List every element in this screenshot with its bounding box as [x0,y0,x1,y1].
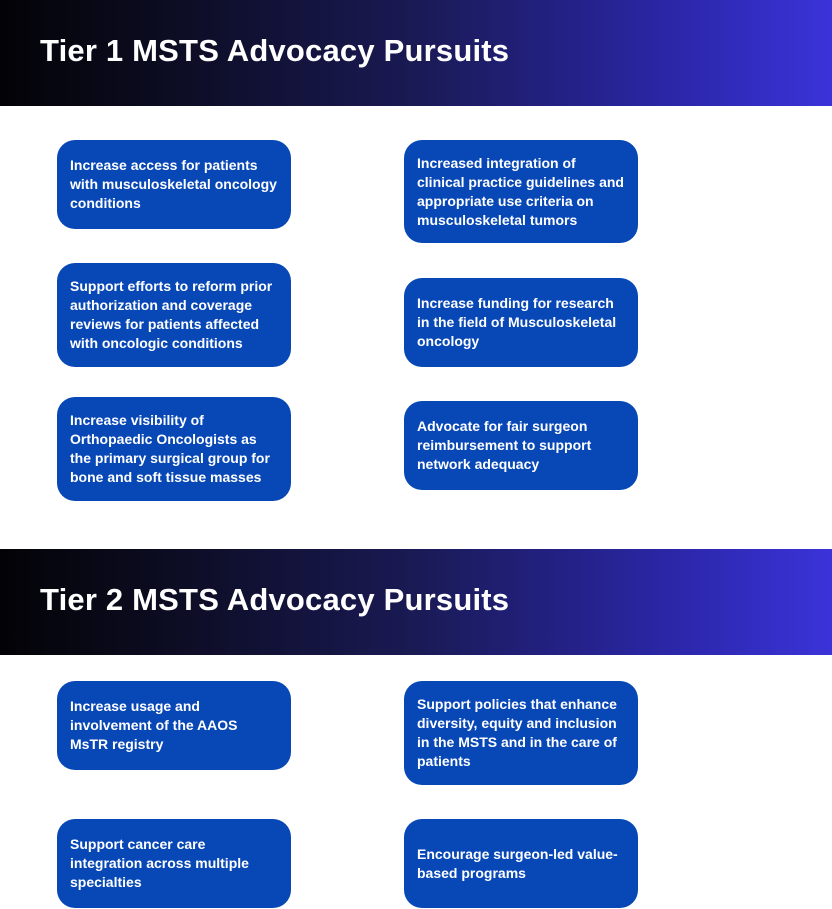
tier2-card-diversity: Support policies that enhance diversity,… [404,681,638,785]
tier1-banner: Tier 1 MSTS Advocacy Pursuits [0,0,832,106]
tier2-banner: Tier 2 MSTS Advocacy Pursuits [0,549,832,655]
tier1-card-research-funding: Increase funding for research in the fie… [404,278,638,367]
tier1-card-prior-authorization: Support efforts to reform prior authoriz… [57,263,291,367]
tier1-card-access: Increase access for patients with muscul… [57,140,291,229]
tier1-title: Tier 1 MSTS Advocacy Pursuits [40,33,510,68]
tier1-card-visibility: Increase visibility of Orthopaedic Oncol… [57,397,291,501]
tier2-card-value-based: Encourage surgeon-led value-based progra… [404,819,638,908]
tier2-card-registry: Increase usage and involvement of the AA… [57,681,291,770]
tier1-card-guidelines: Increased integration of clinical practi… [404,140,638,243]
tier1-card-reimbursement: Advocate for fair surgeon reimbursement … [404,401,638,490]
tier2-title: Tier 2 MSTS Advocacy Pursuits [40,582,510,617]
tier2-card-cancer-care: Support cancer care integration across m… [57,819,291,908]
